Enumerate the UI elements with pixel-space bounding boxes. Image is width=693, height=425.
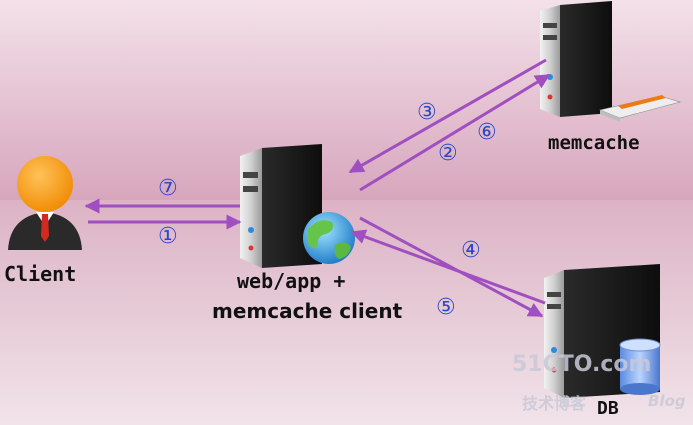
memory-module-icon [599,95,682,122]
memcache-server-icon [540,1,612,117]
webapp-label-line1: web/app + [237,269,346,293]
step-6-label: ⑥ [477,120,497,145]
step-7-label: ⑦ [158,176,178,201]
arrow-3 [348,58,547,174]
memcache-label: memcache [548,132,640,154]
watermark-blog: Blog [648,392,686,410]
step-1-label: ① [158,224,178,249]
arrow-5 [350,229,546,305]
database-cylinder-icon [619,338,661,395]
step-2-label: ② [438,141,458,166]
client-label: Client [4,262,77,286]
flow-arrows [84,58,551,318]
webapp-label-line2: memcache client [212,299,403,323]
watermark-subtitle: 技术博客 [522,394,587,413]
step-3-label: ③ [417,100,437,125]
arrow-2 [359,73,551,192]
step-5-label: ⑤ [436,295,456,320]
globe-icon [303,212,355,264]
client-person-icon [8,156,82,250]
step-4-label: ④ [461,238,481,263]
db-label: DB [597,398,619,419]
watermark-logo: 51CTO.com [512,352,652,377]
